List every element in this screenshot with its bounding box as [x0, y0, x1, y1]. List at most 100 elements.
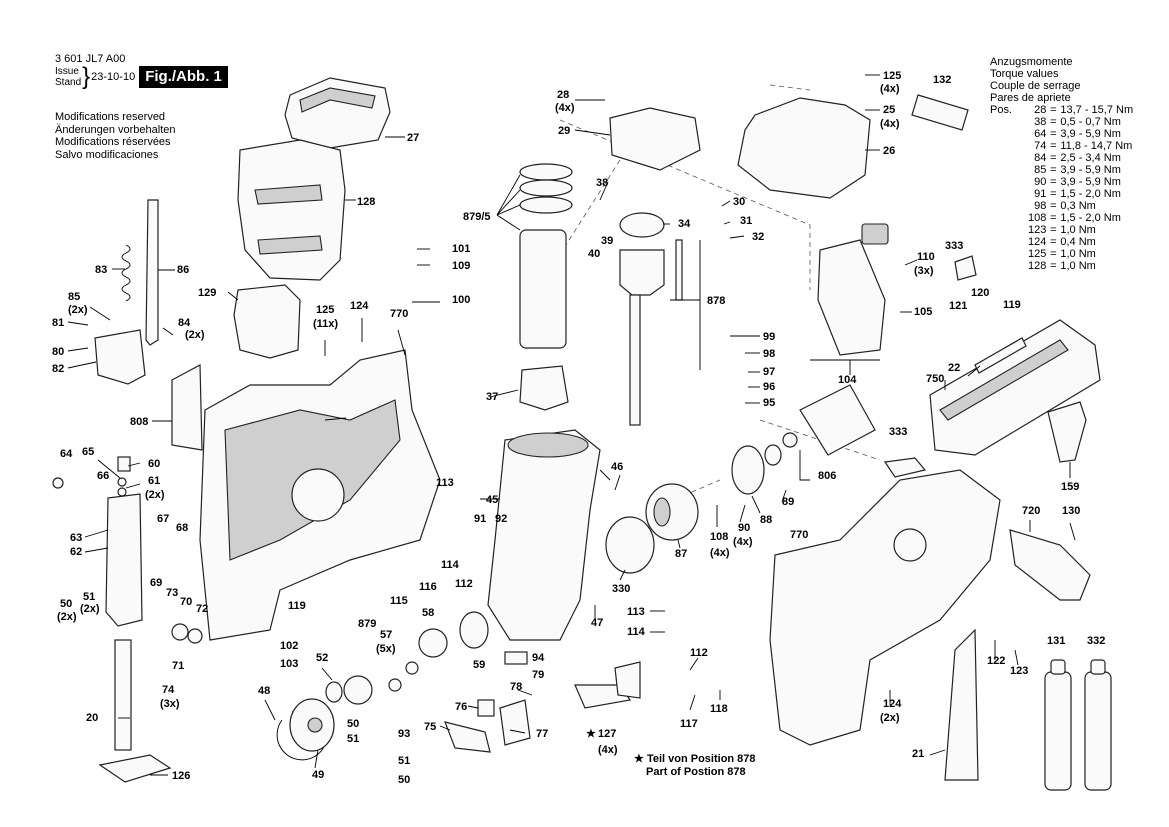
- callout-90q: (4x): [733, 536, 753, 548]
- modifications-line: Modifications reserved: [55, 111, 166, 123]
- fan-part: [731, 445, 765, 495]
- assembly-guide-line: [769, 84, 811, 91]
- callout-126: 126: [172, 770, 190, 782]
- torque-row: 108=1,5 - 2,0 Nm: [990, 212, 1133, 224]
- callout-25: 25: [883, 104, 895, 116]
- callout-85q: (2x): [68, 304, 88, 316]
- pad-part: [504, 651, 528, 665]
- callout-114a: 114: [441, 559, 460, 571]
- callout-83: 83: [95, 264, 107, 276]
- torque-position: 124: [1028, 236, 1047, 248]
- callout-110: 110: [917, 251, 935, 263]
- footnote: ★ Teil von Position 878 Part of Postion …: [634, 753, 756, 779]
- latch-part: [499, 699, 531, 746]
- callout-333b: 333: [889, 426, 907, 438]
- callout-45: 45: [486, 494, 498, 506]
- torque-row: 91=1,5 - 2,0 Nm: [990, 188, 1133, 200]
- callout-90: 90: [738, 522, 750, 534]
- callout-60: 60: [148, 458, 160, 470]
- callout-124a: 124: [350, 300, 369, 312]
- callout-130: 130: [1062, 505, 1080, 517]
- modifications-line: Modifications réservées: [55, 136, 171, 148]
- callout-64: 64: [60, 448, 73, 460]
- callout-78: 78: [510, 681, 522, 693]
- callout-129: 129: [198, 287, 216, 299]
- needle-bearing-part: [459, 611, 489, 649]
- torque-value: 3,9 - 5,9 Nm: [1060, 176, 1121, 188]
- torque-row: 38=0,5 - 0,7 Nm: [990, 116, 1133, 128]
- torque-value: 0,3 Nm: [1060, 200, 1096, 212]
- callout-105: 105: [914, 306, 932, 318]
- callout-99: 99: [763, 331, 775, 343]
- spring-part: [121, 244, 131, 302]
- callout-48: 48: [258, 685, 270, 697]
- torque-row: 128=1,0 Nm: [990, 260, 1133, 272]
- callout-26: 26: [883, 145, 895, 157]
- torque-position: 28: [1034, 104, 1047, 116]
- tube-cap-part: [1090, 659, 1106, 675]
- electronics-module-part: [817, 239, 886, 356]
- callout-108: 108: [710, 531, 728, 543]
- callout-89: 89: [782, 496, 794, 508]
- equals-sign: =: [1050, 128, 1057, 140]
- callout-125a: 125: [316, 304, 334, 316]
- tube-cap-part: [1050, 659, 1066, 675]
- document-number: 3 601 JL7 A00: [55, 53, 126, 65]
- torque-row: 124=0,4 Nm: [990, 236, 1133, 248]
- callout-52: 52: [316, 652, 328, 664]
- torque-row: Pos.28=13,7 - 15,7 Nm: [990, 104, 1133, 116]
- callout-330: 330: [612, 583, 630, 595]
- pad-part: [477, 699, 495, 717]
- equals-sign: =: [1050, 236, 1057, 248]
- callout-95: 95: [763, 397, 775, 409]
- callout-119a: 119: [288, 600, 306, 612]
- callout-878: 878: [707, 295, 725, 307]
- guide-part: [105, 493, 143, 627]
- torque-row: 123=1,0 Nm: [990, 224, 1133, 236]
- callout-103: 103: [280, 658, 298, 670]
- callout-88: 88: [760, 514, 772, 526]
- brace-icon: }: [82, 63, 91, 90]
- callout-79: 79: [532, 669, 544, 681]
- grease-tube-part: [1044, 671, 1072, 791]
- valve-disc-part: [619, 212, 665, 238]
- callout-91: 91: [474, 513, 486, 525]
- callout-112b: 112: [690, 647, 708, 659]
- callout-120: 120: [971, 287, 989, 299]
- callout-51c: 51: [398, 755, 410, 767]
- gearbox-housing-part: [487, 429, 601, 641]
- torque-value: 3,9 - 5,9 Nm: [1060, 128, 1121, 140]
- callout-879_5: 879/5: [463, 211, 491, 223]
- callout-81: 81: [52, 317, 64, 329]
- o-ring-part: [519, 196, 573, 214]
- torque-title: Anzugsmomente: [990, 56, 1073, 68]
- top-cover-part: [284, 77, 391, 149]
- torque-position: 64: [1034, 128, 1047, 140]
- callout-132: 132: [933, 74, 951, 86]
- screw-part: [52, 477, 64, 489]
- callout-22: 22: [948, 362, 960, 374]
- callout-67: 67: [157, 513, 169, 525]
- callout-101: 101: [452, 243, 470, 255]
- callout-77: 77: [536, 728, 548, 740]
- callout-124b: 124: [883, 698, 902, 710]
- washer-part: [171, 623, 189, 641]
- torque-row: 74=11,8 - 14,7 Nm: [990, 140, 1133, 152]
- stand-label: Stand: [55, 77, 82, 88]
- callout-27: 27: [407, 132, 419, 144]
- equals-sign: =: [1050, 212, 1057, 224]
- equals-sign: =: [1050, 224, 1057, 236]
- modifications-line: Änderungen vorbehalten: [55, 123, 176, 136]
- torque-position: 90: [1034, 176, 1047, 188]
- callout-66: 66: [97, 470, 109, 482]
- callout-112a: 112: [455, 578, 473, 590]
- callout-114b: 114: [627, 626, 646, 638]
- ring-part: [117, 477, 127, 487]
- equals-sign: =: [1050, 116, 1057, 128]
- callout-49: 49: [312, 769, 324, 781]
- callout-32: 32: [752, 231, 764, 243]
- callout-50b: 50: [347, 718, 359, 730]
- torque-position: 74: [1034, 140, 1047, 152]
- star-icon: ★: [634, 753, 644, 765]
- leader-lines: [67, 74, 1076, 776]
